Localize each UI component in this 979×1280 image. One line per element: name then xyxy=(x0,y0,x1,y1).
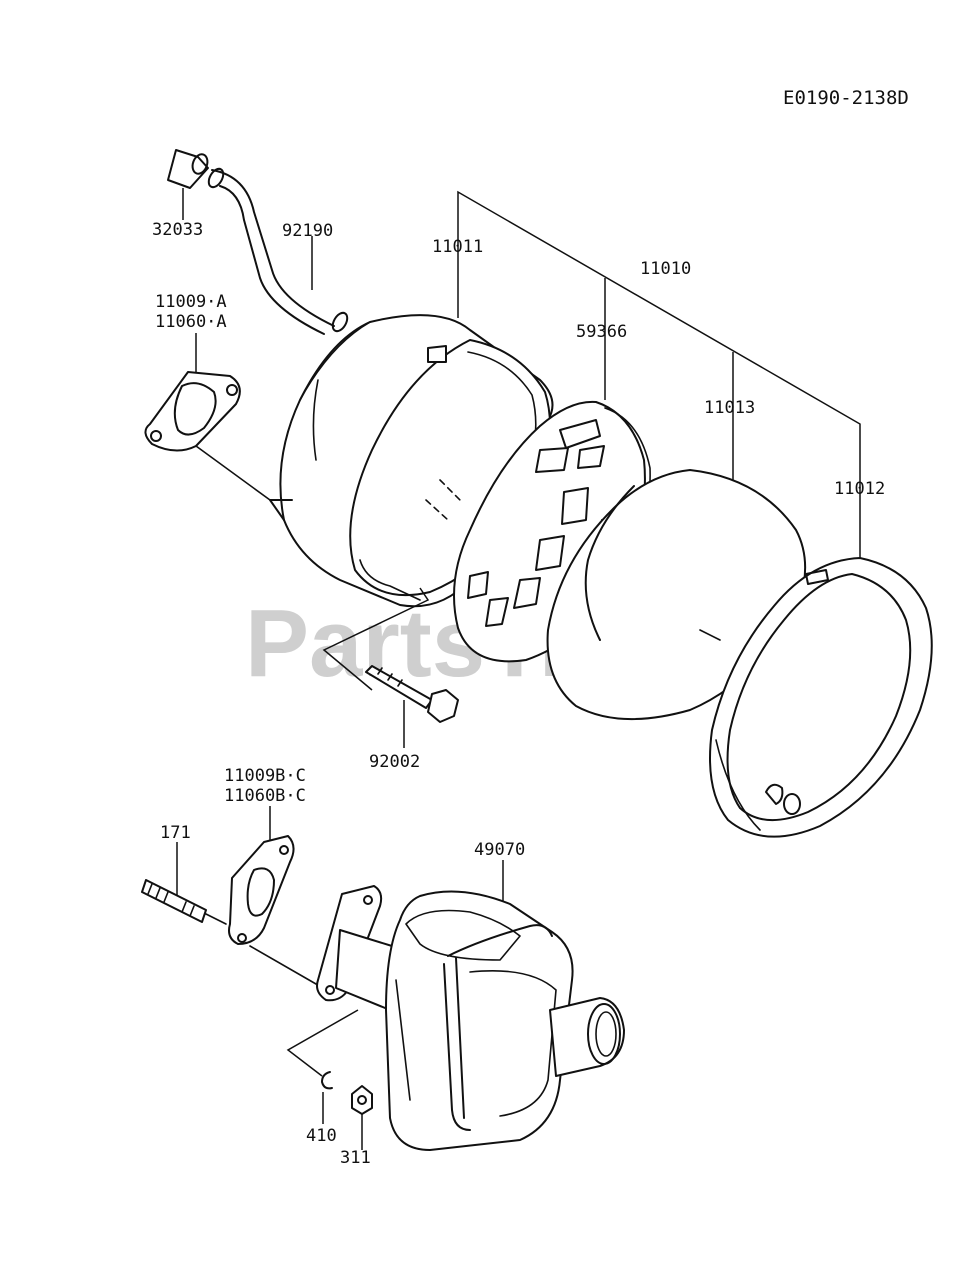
label-11009a: 11009·A xyxy=(155,292,227,312)
bolt-92002-drawing xyxy=(322,587,459,748)
label-49070: 49070 xyxy=(474,840,525,860)
gasket-11009a-drawing xyxy=(144,333,271,501)
hardware-410-311-drawing xyxy=(286,1009,373,1150)
label-92190: 92190 xyxy=(282,221,333,241)
label-11012: 11012 xyxy=(834,479,885,499)
label-92002: 92002 xyxy=(369,752,420,772)
label-410: 410 xyxy=(306,1126,337,1146)
label-171: 171 xyxy=(160,823,191,843)
stud-171-drawing xyxy=(141,842,227,925)
diagram-code: E0190-2138D xyxy=(783,87,909,109)
muffler-49070-drawing xyxy=(316,860,625,1151)
label-11060a: 11060·A xyxy=(155,312,227,332)
hose-92190-drawing xyxy=(207,167,349,335)
label-11009bc: 11009B·C xyxy=(224,766,306,786)
gasket-11009bc-drawing xyxy=(228,806,317,985)
label-311: 311 xyxy=(340,1148,371,1168)
label-11060bc: 11060B·C xyxy=(224,786,306,806)
label-11011: 11011 xyxy=(432,237,483,257)
air-cleaner-cover-11012 xyxy=(709,557,933,838)
label-11010: 11010 xyxy=(640,259,691,279)
label-11013: 11013 xyxy=(704,398,755,418)
sleeve-32033-drawing xyxy=(167,149,209,220)
assembly-bracket-11010 xyxy=(457,190,861,560)
label-59366: 59366 xyxy=(576,322,627,342)
label-32033: 32033 xyxy=(152,220,203,240)
